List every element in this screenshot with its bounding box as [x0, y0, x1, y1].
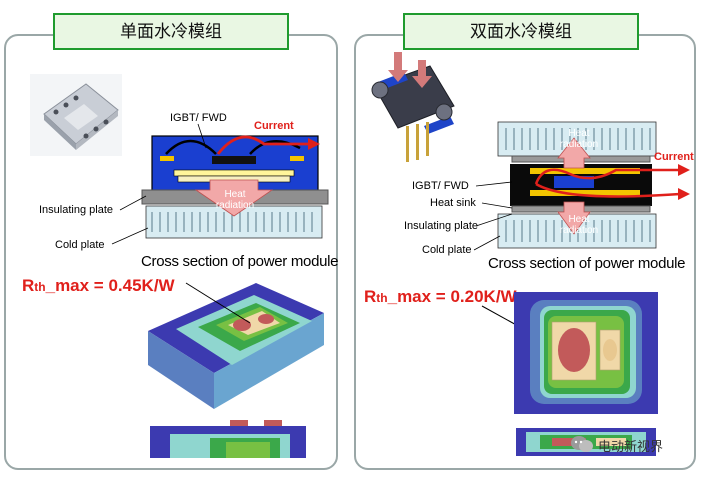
right-igbt-label: IGBT/ FWD — [412, 180, 469, 192]
left-insulating-label: Insulating plate — [39, 204, 113, 216]
right-caption: Cross section of power module — [488, 255, 686, 272]
right-heat-bottom-line2: radiation — [559, 225, 599, 236]
right-heat-bottom-label: Heat radiation — [556, 214, 602, 236]
left-rth-prefix: R — [22, 276, 35, 295]
watermark-text: 电动新视界 — [598, 440, 664, 455]
left-thermal-map — [148, 282, 324, 409]
left-rth-sub: th — [34, 280, 46, 294]
right-heat-top-line2: radiation — [559, 139, 599, 150]
left-heat-line2: radiation — [215, 200, 255, 211]
right-heat-top-line1: Heat — [568, 128, 590, 139]
left-cold-label: Cold plate — [55, 239, 105, 251]
left-cross-section — [141, 135, 329, 239]
left-igbt-label: IGBT/ FWD — [170, 112, 227, 124]
igbt-chip — [212, 156, 256, 164]
wechat-icon — [571, 436, 593, 452]
heat-radiation-arrow — [194, 179, 274, 217]
right-heat-top-label: Heat radiation — [556, 128, 602, 150]
left-heat-line1: Heat — [224, 189, 246, 200]
left-current-label: Current — [254, 120, 294, 132]
left-rth-rest: _max = 0.45K/W — [45, 276, 175, 295]
double-module-photo — [371, 52, 455, 162]
right-rth-value: Rth_max = 0.20K/W — [364, 287, 517, 307]
right-insulating-label: Insulating plate — [404, 220, 478, 232]
right-rth-prefix: R — [364, 287, 377, 306]
right-heat-bottom-line1: Heat — [568, 214, 590, 225]
left-heat-label: Heat radiation — [213, 189, 257, 211]
right-rth-sub: th — [376, 291, 388, 305]
right-current-label: Current — [654, 151, 694, 163]
right-heatsink-label: Heat sink — [430, 197, 476, 209]
right-cross-section — [497, 121, 690, 249]
left-thermal-strip — [150, 420, 306, 458]
left-panel-title: 单面水冷模组 — [53, 13, 289, 50]
left-rth-value: Rth_max = 0.45K/W — [22, 276, 175, 296]
right-cold-label: Cold plate — [422, 244, 472, 256]
right-thermal-map — [481, 292, 658, 414]
right-rth-rest: _max = 0.20K/W — [387, 287, 517, 306]
left-caption: Cross section of power module — [141, 253, 339, 270]
right-panel-title: 双面水冷模组 — [403, 13, 639, 50]
module-photo — [30, 74, 122, 156]
